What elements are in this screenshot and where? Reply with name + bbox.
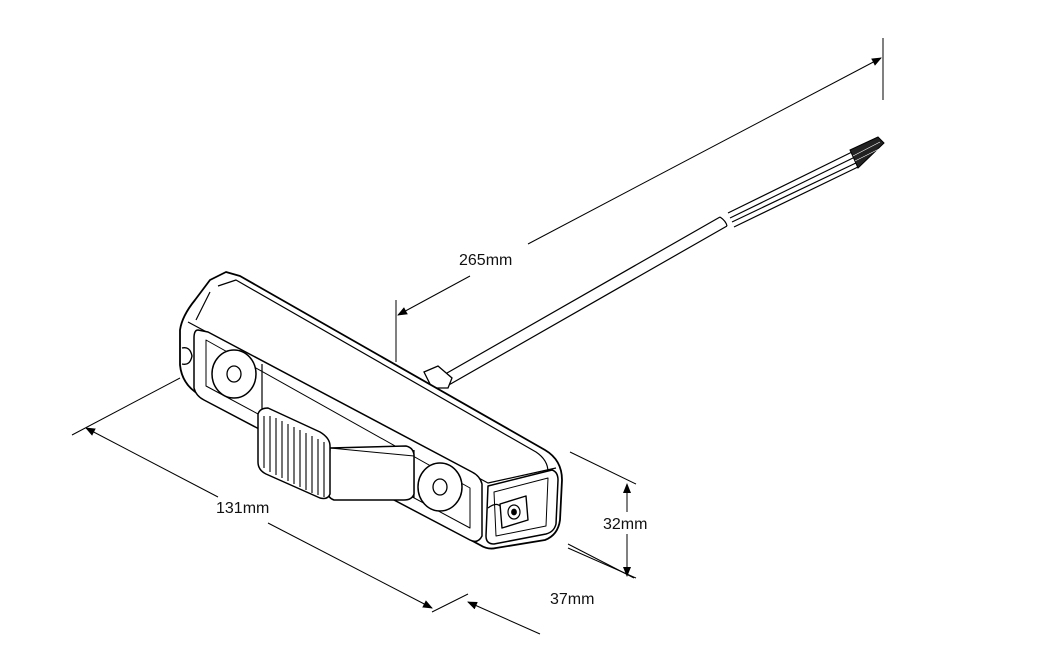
wire-tips: [850, 137, 884, 168]
lamp-body: [180, 272, 562, 549]
dimension-label-body-height: 32mm: [601, 516, 650, 534]
dimension-body-depth: [467, 544, 634, 634]
dimension-label-cable-length: 265mm: [457, 252, 515, 270]
dimension-label-body-length: 131mm: [214, 500, 272, 518]
dimension-cable-length: [396, 38, 883, 362]
dimension-body-height: [568, 452, 636, 578]
grip-ribs: [264, 416, 324, 497]
cable: [440, 152, 860, 386]
dimension-body-length: [72, 378, 468, 612]
dimension-label-body-depth: 37mm: [548, 591, 597, 609]
